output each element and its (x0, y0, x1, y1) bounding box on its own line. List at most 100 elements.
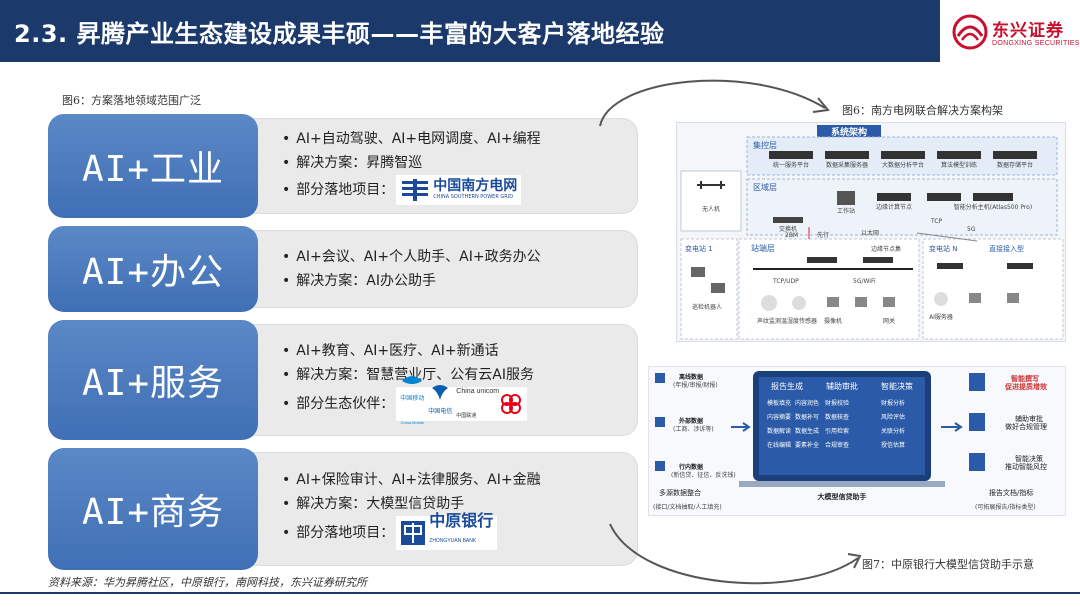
input-sub: (工商、涉诉等) (673, 425, 714, 433)
brand-logo: 东兴证券 DONGXING SECURITIES (946, 10, 1079, 56)
output-sub: 做好合规管理 (1005, 422, 1047, 431)
device-label: 摄像机 (824, 317, 842, 325)
drone-label: 无人机 (702, 205, 720, 213)
power-grid-architecture-diagram: 系统架构 集控层 统一服务平台 数据采集服务器 大数据分析平台 算法模型训练 数… (676, 122, 1066, 342)
bullet-item: •AI+会议、AI+个人助手、AI+政务办公 (282, 249, 541, 265)
input-footnote: (接口/文档抽取/人工填充) (653, 503, 722, 511)
layer-label: 直接接入型 (989, 244, 1024, 253)
device-label: 数据采集服务器 (826, 161, 868, 169)
input-sub: (年报/审报/财报) (673, 381, 718, 389)
output-footer: 报告文档/指标 (989, 488, 1033, 497)
input-label: 行内数据 (678, 463, 703, 471)
china-unicom-logo: China unicom 中国联通 (456, 380, 523, 428)
china-unicom-icon (501, 394, 522, 414)
row-business: AI+商务 •AI+保险审计、AI+法律服务、AI+金融 •解决方案：大模型信贷… (48, 448, 638, 570)
column-header: 报告生成 (771, 381, 803, 391)
device-label: 巡检机器人 (692, 303, 722, 311)
device-label: 边缘计算节点 (876, 203, 912, 211)
task-item: 授信估算 (881, 441, 905, 449)
bullet-item: •部分落地项目： 中国南方电网 CHINA SOUTHERN POWER GRI… (282, 175, 541, 205)
layer-label: 集控层 (753, 140, 777, 150)
output-title: 智能撰写 (1011, 374, 1039, 383)
link-label: TCP (930, 218, 943, 225)
csg-name: 中国南方电网 (433, 178, 518, 194)
bullet-item: •AI+保险审计、AI+法律服务、AI+金融 (282, 472, 541, 488)
bullet-item: •部分落地项目： 中原银行 ZHONGYUAN BANK (282, 513, 541, 550)
task-item: 数据生成 (795, 427, 819, 435)
task-item: 数据解读 (767, 427, 791, 435)
curve-arrow-bottom-icon (609, 523, 862, 585)
source-note: 资料来源：华为昇腾社区，中原银行，南网科技，东兴证券研究所 (48, 576, 367, 589)
task-item: 内容摘要 (767, 413, 791, 421)
bullet-item: •解决方案：智慧营业厅、公有云AI服务 (282, 367, 534, 383)
task-item: 内容润色 (795, 399, 819, 407)
figure-6-right-caption: 图6：南方电网联合解决方案构架 (842, 104, 1003, 117)
output-sub: 推动智能风控 (1005, 462, 1047, 471)
device-label: 工作站 (837, 207, 855, 215)
footer-divider (0, 592, 1080, 594)
row-label: AI+服务 (48, 320, 258, 440)
row-label: AI+办公 (48, 226, 258, 312)
bullet-list: •AI+会议、AI+个人助手、AI+政务办公 •解决方案：AI办公助手 (282, 226, 541, 312)
link-label: TCP/UDP (772, 278, 799, 285)
device-label: 大数据分析平台 (882, 161, 924, 169)
edge-nodes-label: 边缘节点集 (871, 245, 901, 253)
row-label: AI+工业 (48, 114, 258, 218)
task-item: 引用检索 (825, 427, 849, 435)
row-label: AI+商务 (48, 448, 258, 570)
row-service: AI+服务 •AI+教育、AI+医疗、AI+新通话 •解决方案：智慧营业厅、公有… (48, 320, 638, 440)
substation-label: 变电站 N (929, 244, 957, 253)
link-label: 5G/WiFi (853, 278, 876, 285)
task-item: 数据补写 (795, 413, 819, 421)
row-industry: AI+工业 •AI+自动驾驶、AI+电网调度、AI+编程 •解决方案：昇腾智巡 … (48, 114, 638, 218)
system-arch-title: 系统架构 (831, 126, 867, 138)
column-header: 辅助审批 (826, 381, 858, 391)
zhongyuan-bank-icon (401, 521, 426, 545)
china-mobile-logo: 中国移动 China Mobile (400, 373, 424, 435)
china-telecom-logo: 中国电信 (428, 384, 452, 424)
header-bar: 2.3. 昇腾产业生态建设成果丰硕——丰富的大客户落地经验 (0, 0, 940, 62)
assistant-label: 大模型信贷助手 (818, 492, 867, 501)
input-label: 离线数据 (679, 373, 703, 381)
bullet-list: •AI+自动驾驶、AI+电网调度、AI+编程 •解决方案：昇腾智巡 •部分落地项… (282, 114, 541, 218)
bullet-list: •AI+教育、AI+医疗、AI+新通话 •解决方案：智慧营业厅、公有云AI服务 … (282, 320, 534, 440)
link-label: 5G (967, 226, 976, 233)
device-label: 温湿度传感器 (781, 317, 817, 325)
bullet-item: •解决方案：AI办公助手 (282, 273, 436, 289)
csg-emblem-icon (402, 179, 429, 201)
bullet-item: •AI+自动驾驶、AI+电网调度、AI+编程 (282, 131, 541, 147)
device-label: 算法模型训练 (941, 161, 977, 169)
china-telecom-icon (432, 385, 449, 400)
switch-label: 交换机 (779, 225, 797, 233)
task-item: 财报分析 (881, 399, 905, 407)
task-item: 风险评估 (881, 413, 905, 421)
credit-assistant-diagram: 离线数据 (年报/审报/财报) 外部数据 (工商、涉诉等) 行内数据 (新信贷、… (648, 366, 1066, 516)
task-item: 在线编辑 (767, 441, 791, 449)
link-label: 2BM (785, 232, 798, 239)
substation-label: 变电站 1 (685, 244, 713, 253)
bullet-item: •解决方案：昇腾智巡 (282, 155, 423, 171)
output-sub: 促进提质增效 (1004, 382, 1048, 391)
partner-logos: 中国移动 China Mobile 中国电信 China unicom 中国联通 (396, 376, 528, 425)
output-footnote: (可拓展报告/指标类型) (975, 503, 1036, 511)
input-sub: (新信贷、征信、反洗钱) (671, 471, 736, 479)
input-label: 外部数据 (678, 417, 703, 425)
device-label: 网关 (883, 317, 895, 325)
task-item: 关联分析 (881, 427, 905, 435)
logo-name-cn: 东兴证券 (992, 21, 1064, 41)
task-item: 合规审查 (825, 441, 849, 449)
bullet-list: •AI+保险审计、AI+法律服务、AI+金融 •解决方案：大模型信贷助手 •部分… (282, 448, 541, 570)
bullet-item: •部分生态伙伴： 中国移动 China Mobile 中国电信 (282, 376, 534, 425)
task-item: 财报校验 (825, 399, 849, 407)
link-label: 以太网 (861, 229, 879, 237)
figure-7-caption: 图7：中原银行大模型信贷助手示意 (862, 558, 1034, 571)
source-integration-label: 多源数据整合 (659, 488, 701, 497)
task-item: 数据核查 (825, 413, 849, 421)
column-header: 智能决策 (881, 381, 913, 391)
csg-logo: 中国南方电网 CHINA SOUTHERN POWER GRID (396, 175, 522, 205)
link-label: 先行 (817, 231, 829, 239)
layer-label: 站端层 (751, 243, 775, 253)
output-title: 辅助审批 (1015, 414, 1043, 423)
device-label: 统一服务平台 (773, 161, 809, 169)
layer-label: 区域层 (753, 182, 777, 192)
